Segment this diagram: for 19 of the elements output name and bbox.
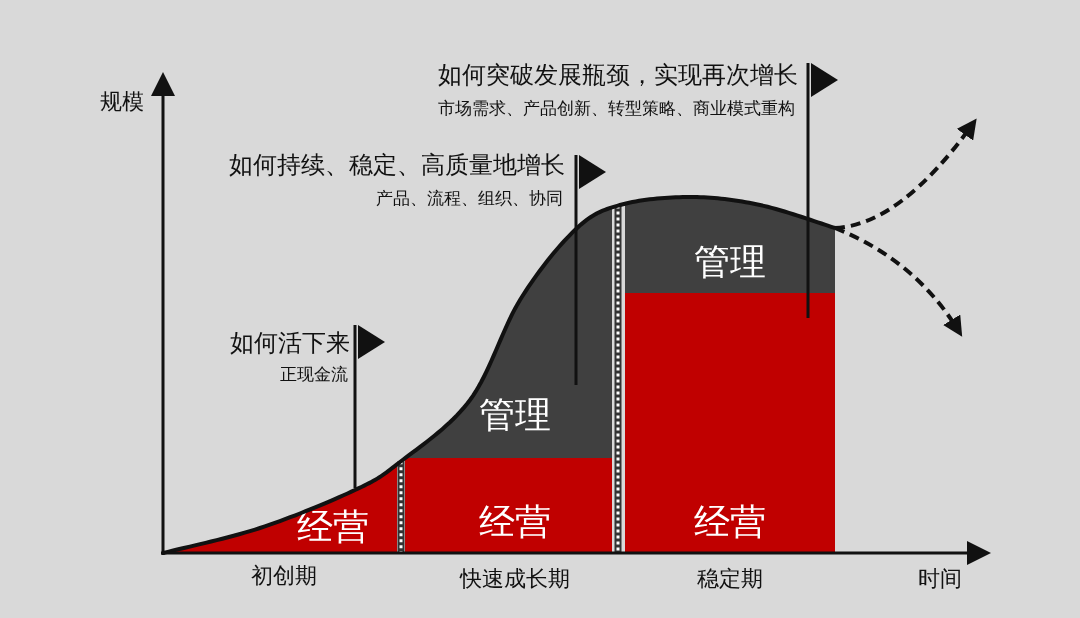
operations-area	[405, 458, 612, 553]
flag-subtitle: 正现金流	[280, 364, 348, 386]
management-area	[625, 196, 835, 293]
area-label: 经营	[297, 509, 369, 545]
stage-label: 初创期	[251, 562, 317, 590]
stage-label: 稳定期	[697, 565, 763, 593]
flag-title: 如何活下来	[230, 328, 350, 358]
axis-label: 规模	[100, 88, 144, 116]
flag-title: 如何突破发展瓶颈，实现再次增长	[438, 60, 798, 90]
axis-label: 时间	[918, 565, 962, 593]
stage-label: 快速成长期	[460, 565, 570, 593]
area-label: 经营	[694, 504, 766, 540]
flag-subtitle: 产品、流程、组织、协同	[376, 188, 563, 210]
flag-subtitle: 市场需求、产品创新、转型策略、商业模式重构	[438, 98, 795, 120]
operations-area	[625, 293, 835, 553]
area-label: 管理	[479, 397, 551, 433]
area-label: 管理	[694, 244, 766, 280]
flag-title: 如何持续、稳定、高质量地增长	[229, 150, 565, 180]
area-label: 经营	[479, 504, 551, 540]
